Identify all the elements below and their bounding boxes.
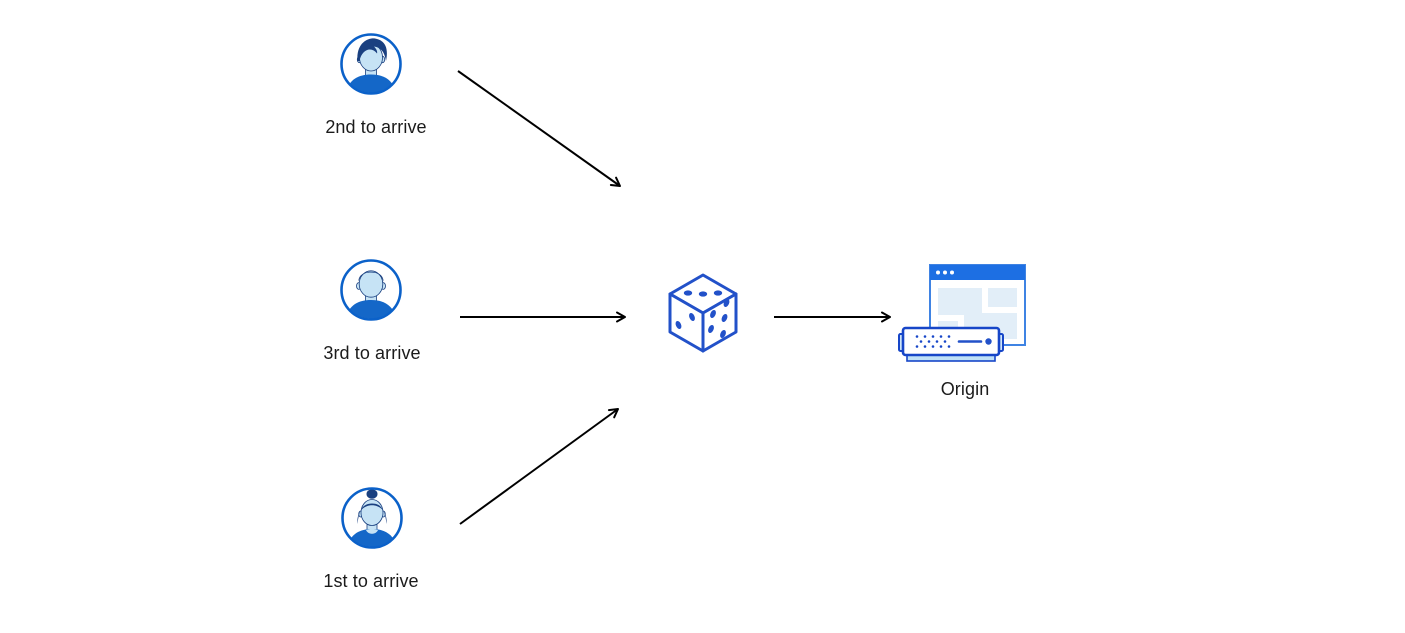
node-user-2nd [339, 32, 403, 96]
server-vent-dots [915, 335, 951, 348]
node-label-origin: Origin [940, 379, 990, 399]
user-avatar-icon [340, 259, 402, 321]
node-origin [897, 263, 1029, 367]
node-dice [667, 272, 739, 354]
node-label-user-3rd: 3rd to arrive [323, 343, 421, 363]
server-status-light [985, 338, 992, 345]
origin-server-icon [898, 264, 1026, 362]
node-label-user-1st: 1st to arrive [323, 571, 419, 591]
arrow-2nd-to-dice [457, 70, 621, 187]
arrow-1st-to-dice [459, 408, 619, 525]
node-user-1st [340, 486, 404, 550]
dice-icon [668, 273, 738, 353]
user-avatar-icon [341, 487, 403, 549]
node-user-3rd [339, 258, 403, 322]
node-label-user-2nd: 2nd to arrive [325, 117, 427, 137]
user-avatar-icon [340, 33, 402, 95]
server-icon [898, 326, 1004, 362]
